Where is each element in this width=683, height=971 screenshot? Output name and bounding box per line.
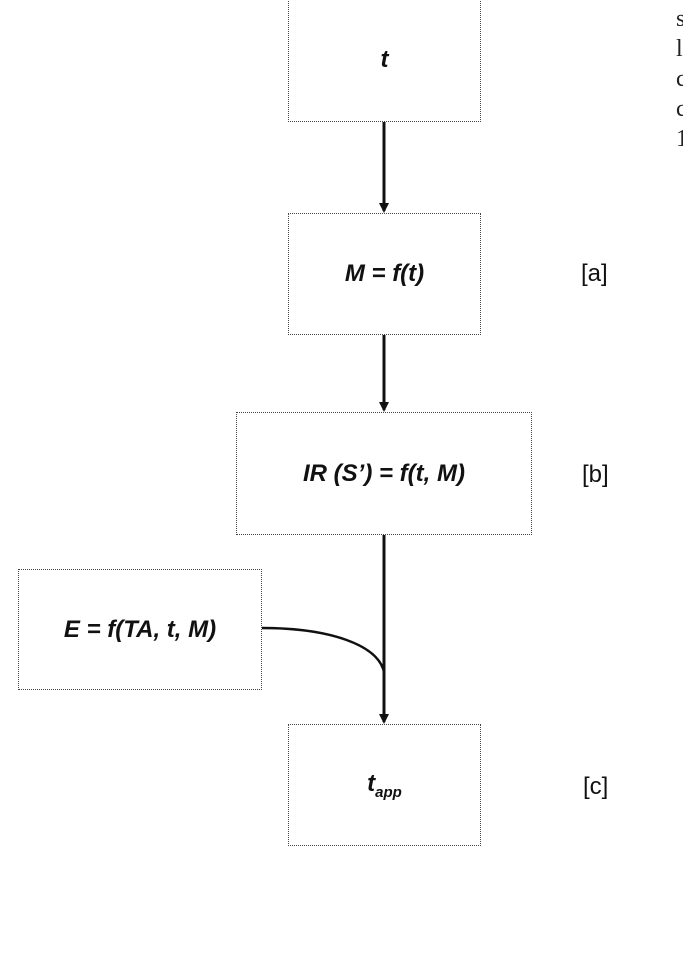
tag-a: [a] bbox=[581, 260, 608, 288]
node-tapp: tapp bbox=[288, 724, 481, 846]
edge-text-line: l bbox=[676, 34, 683, 64]
node-t-label: t bbox=[381, 46, 389, 74]
node-tapp-subscript: app bbox=[375, 784, 402, 801]
node-ir-label: IR (S’) = f(t, M) bbox=[303, 460, 465, 488]
node-m-label: M = f(t) bbox=[345, 260, 424, 288]
node-e-label: E = f(TA, t, M) bbox=[64, 616, 216, 644]
node-ir: IR (S’) = f(t, M) bbox=[236, 412, 532, 535]
edge-text-line: s bbox=[676, 4, 683, 34]
edge-text-line: 1 bbox=[676, 124, 683, 154]
node-tapp-label: tapp bbox=[367, 770, 402, 801]
edge-text-line: c bbox=[676, 64, 683, 94]
tag-c: [c] bbox=[583, 773, 608, 801]
clipped-edge-text: s l c c 1 bbox=[676, 4, 683, 194]
tag-b: [b] bbox=[582, 461, 609, 489]
edge-text-line: c bbox=[676, 94, 683, 124]
curve-e-to-tapp bbox=[262, 628, 384, 672]
node-m: M = f(t) bbox=[288, 213, 481, 335]
node-t: t bbox=[288, 0, 481, 122]
node-e: E = f(TA, t, M) bbox=[18, 569, 262, 690]
node-tapp-base: t bbox=[367, 770, 375, 797]
